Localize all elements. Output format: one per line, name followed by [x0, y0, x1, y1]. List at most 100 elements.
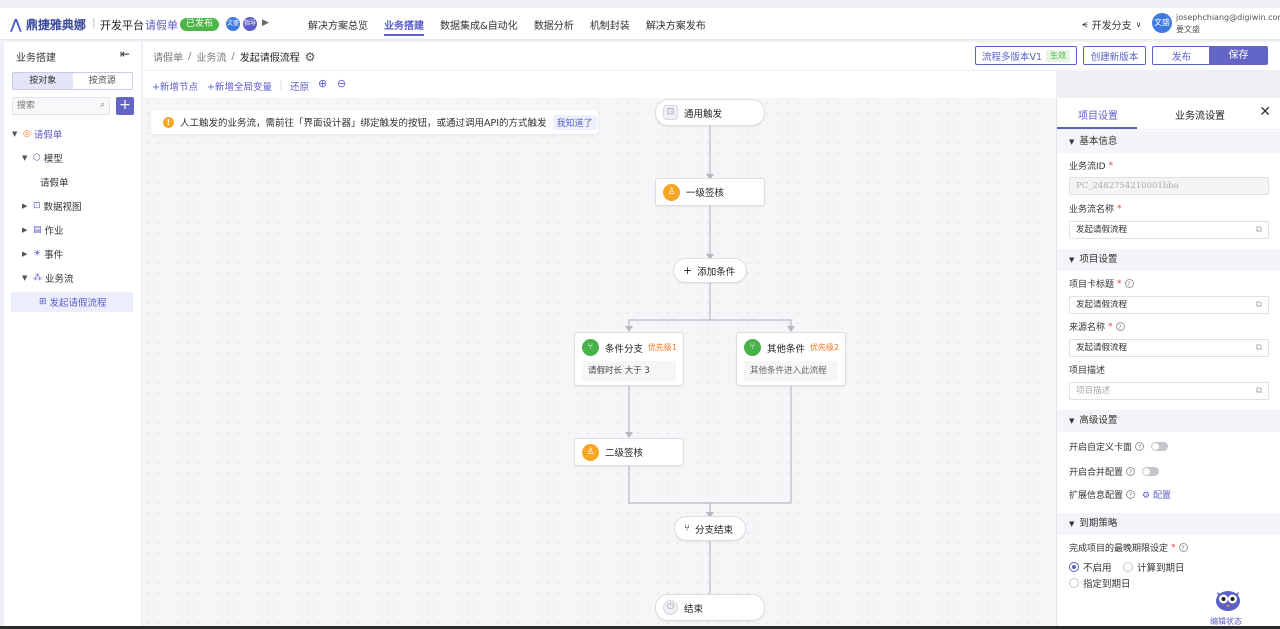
approval-icon: ♙ [582, 443, 599, 461]
add-button[interactable]: + [116, 97, 134, 115]
tree-item-model[interactable]: ▼⬡模型 [22, 148, 63, 168]
breadcrumb-item[interactable]: 业务流 [196, 53, 227, 64]
tree-item-event[interactable]: ▶☀事件 [22, 244, 63, 264]
nav-solution-publish[interactable]: 解决方案发布 [645, 21, 706, 32]
breadcrumb: 请假单/ 业务流/ 发起请假流程 ⚙ [153, 49, 316, 65]
tree-label: 作业 [44, 226, 64, 237]
node-trigger[interactable]: ⊡通用触发 [655, 99, 765, 126]
help-icon[interactable]: ? [1115, 322, 1125, 331]
node-level2-approval[interactable]: ♙ 二级签核 [574, 438, 684, 466]
radio-button [1069, 562, 1079, 572]
help-icon[interactable]: ? [1135, 442, 1145, 451]
tree-label: 业务流 [45, 274, 74, 285]
assistant-label[interactable]: 编辑状态 [1210, 617, 1242, 626]
custom-card-toggle[interactable] [1151, 442, 1169, 451]
section-title: 到期策略 [1079, 518, 1118, 529]
merge-config-toggle[interactable] [1142, 467, 1160, 476]
dismiss-tip-button[interactable]: 我知道了 [552, 114, 597, 130]
nav-mechanism[interactable]: 机制封装 [589, 21, 630, 32]
chevron-down-icon: ∨ [1135, 20, 1142, 29]
app-name[interactable]: 请假单 [145, 19, 178, 32]
help-icon[interactable]: ? [1126, 490, 1136, 499]
play-icon[interactable]: ▶ [262, 18, 269, 28]
tab-flow-settings[interactable]: 业务流设置 [1175, 111, 1225, 122]
tree-label: 发起请假流程 [49, 298, 107, 309]
config-link[interactable]: ⚙ 配置 [1142, 491, 1171, 501]
description-label: 项目描述 [1069, 366, 1106, 376]
node-label: 二级签核 [605, 448, 644, 459]
node-branch-end[interactable]: ⑂分支结束 [674, 516, 746, 541]
add-node-button[interactable]: +新增节点 [152, 82, 198, 93]
flow-name-field[interactable]: 发起请假流程⧉ [1069, 221, 1269, 239]
help-icon[interactable]: ? [1126, 467, 1136, 476]
branch-selector[interactable]: ⪪开发分支∨ [1082, 17, 1142, 32]
tree-item-job[interactable]: ▶▤作业 [22, 220, 64, 240]
avatar[interactable]: 文盛 [226, 17, 240, 31]
ext-info-row: 扩展信息配置?⚙ 配置 [1069, 488, 1171, 501]
nav-data-integration[interactable]: 数据集成&自动化 [440, 21, 518, 32]
nav-solution-overview[interactable]: 解决方案总览 [308, 21, 368, 32]
tab-by-resource[interactable]: 按资源 [88, 76, 116, 86]
tab-project-settings[interactable]: 项目设置 [1078, 111, 1118, 122]
publish-button[interactable]: 发布 [1152, 46, 1211, 65]
restore-button[interactable]: 还原 [290, 82, 310, 93]
version-label: 流程多版本V1 [981, 51, 1043, 63]
brand-logo[interactable]: ⋀鼎捷雅典娜 [10, 16, 86, 33]
radio-calc-due[interactable]: 计算到期日 [1123, 560, 1185, 574]
copy-icon[interactable]: ⧉ [1255, 343, 1262, 353]
add-condition-button[interactable]: +添加条件 [673, 258, 747, 283]
section-project[interactable]: ▼项目设置 [1057, 249, 1280, 271]
breadcrumb-current: 发起请假流程 [239, 53, 300, 64]
help-icon[interactable]: ? [1178, 543, 1188, 552]
branch-icon: ⑂ [582, 339, 599, 356]
section-advanced[interactable]: ▼高级设置 [1057, 410, 1280, 432]
copy-icon[interactable]: ⧉ [1255, 225, 1262, 235]
user-avatar[interactable]: 文盛 [1152, 13, 1172, 33]
tree-item-model-child[interactable]: 请假单 [40, 172, 69, 192]
section-expiry[interactable]: ▼到期策略 [1057, 513, 1280, 535]
collapse-icon[interactable]: ⇤ [120, 47, 131, 61]
copy-icon[interactable]: ⧉ [1255, 300, 1262, 310]
radio-specify-due[interactable]: 指定到期日 [1069, 576, 1131, 590]
card-title-field[interactable]: 发起请假流程⧉ [1069, 296, 1269, 314]
zoom-in-icon[interactable]: ⊕ [318, 77, 328, 90]
flow-canvas[interactable]: ! 人工触发的业务流，需前往「界面设计器」绑定触发的按钮，或通过调用API的方式… [143, 98, 1056, 629]
tree-item-flow[interactable]: ▼⁂业务流 [22, 268, 74, 288]
radio-button [1123, 562, 1133, 572]
breadcrumb-item[interactable]: 请假单 [153, 53, 183, 64]
source-name-field[interactable]: 发起请假流程⧉ [1069, 339, 1269, 357]
create-version-button[interactable]: 创建新版本 [1083, 46, 1146, 65]
node-end[interactable]: ⏻结束 [655, 594, 765, 621]
tree-item-root[interactable]: ▼◎请假单 [12, 124, 62, 144]
nav-business-build[interactable]: 业务搭建 [376, 8, 432, 40]
copy-icon[interactable]: ⧉ [1255, 386, 1262, 396]
help-icon[interactable]: ? [1124, 279, 1134, 288]
save-button[interactable]: 保存 [1209, 46, 1268, 65]
settings-icon[interactable]: ⚙ [304, 49, 316, 64]
add-variable-button[interactable]: +新增全局变量 [207, 82, 272, 93]
node-label: 添加条件 [697, 266, 736, 278]
search-input[interactable] [13, 98, 91, 114]
tree-item-flow-child[interactable]: ⊞发起请假流程 [11, 292, 133, 312]
section-basic[interactable]: ▼基本信息 [1057, 131, 1280, 153]
node-branch-2[interactable]: ⑂其他条件 优先级2 其他条件进入此流程 [736, 332, 846, 386]
tree-item-data-view[interactable]: ▶⊡数据视图 [22, 196, 82, 216]
cube-icon: ⬡ [33, 153, 41, 163]
zoom-out-icon[interactable]: ⊖ [337, 77, 347, 90]
power-icon: ⏻ [663, 600, 678, 615]
tab-by-object[interactable]: 按对象 [13, 73, 73, 89]
description-field[interactable]: 项目描述⧉ [1069, 382, 1269, 400]
node-branch-1[interactable]: ⑂条件分支 优先级1 请假时长 大于 3 [574, 332, 684, 386]
assistant-owl-icon[interactable] [1214, 586, 1242, 612]
avatar[interactable]: 指导 [243, 17, 257, 31]
nav-data-analysis[interactable]: 数据分析 [533, 21, 574, 32]
panel-tabs: 项目设置 业务流设置 ✕ [1057, 98, 1280, 130]
close-icon[interactable]: ✕ [1259, 104, 1271, 120]
node-level1-approval[interactable]: ♙一级签核 [655, 178, 765, 206]
radio-disabled[interactable]: 不启用 [1069, 560, 1112, 574]
approval-icon: ♙ [663, 183, 680, 201]
caret-down-icon: ▼ [22, 154, 28, 162]
caret-down-icon: ▼ [1069, 256, 1075, 264]
warning-icon: ! [163, 116, 174, 128]
